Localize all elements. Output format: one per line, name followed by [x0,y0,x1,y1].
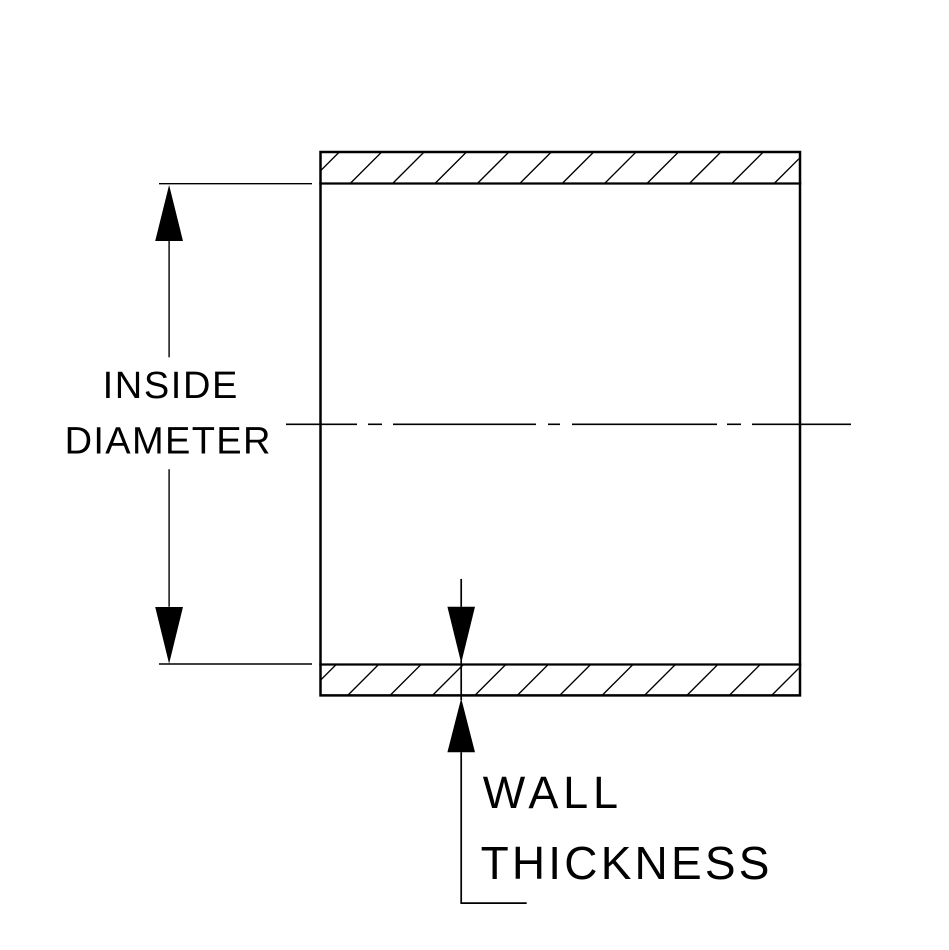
svg-text:THICKNESS: THICKNESS [481,837,770,889]
svg-text:INSIDE: INSIDE [103,365,238,407]
svg-text:WALL: WALL [483,767,618,818]
svg-text:DIAMETER: DIAMETER [65,420,271,462]
